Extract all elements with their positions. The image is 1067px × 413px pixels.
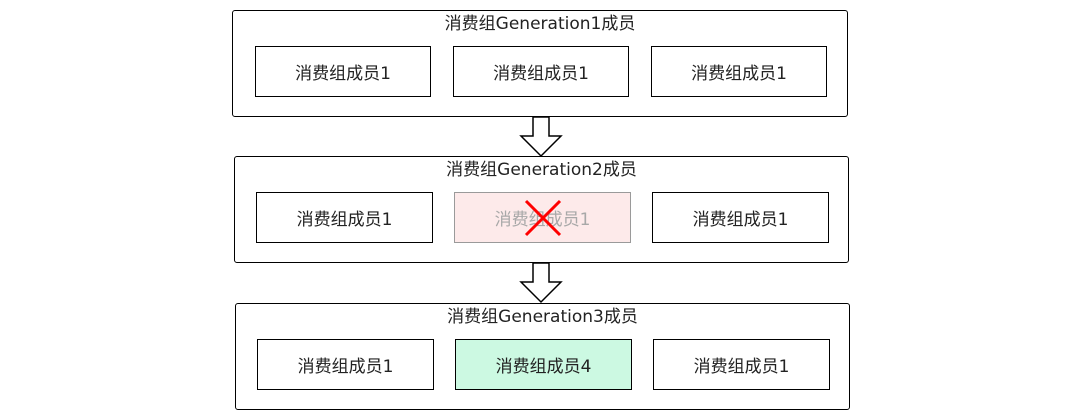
member-label: 消费组成员1 [295,64,391,84]
member-box: 消费组成员1 [453,46,629,97]
cross-icon [524,199,561,236]
member-box: 消费组成员1 [255,46,431,97]
member-box: 消费组成员1 [651,46,827,97]
member-label: 消费组成员4 [495,357,592,377]
down-arrow-icon [519,262,563,304]
member-box: 消费组成员1 [256,192,433,243]
generation-3-title: 消费组Generation3成员 [447,307,638,327]
member-label: 消费组成员1 [296,210,393,230]
down-arrow-icon [519,116,563,158]
failed-member-box: 消费组成员1 [454,192,631,243]
member-label: 消费组成员1 [693,357,790,377]
generation-2-title: 消费组Generation2成员 [446,160,637,180]
new-member-box: 消费组成员4 [455,339,632,390]
member-box: 消费组成员1 [653,339,830,390]
member-label: 消费组成员1 [493,64,589,84]
generation-1-group: 消费组Generation1成员 消费组成员1 消费组成员1 消费组成员1 [232,10,848,117]
member-box: 消费组成员1 [257,339,434,390]
member-label: 消费组成员1 [692,210,789,230]
member-label: 消费组成员1 [297,357,394,377]
member-label: 消费组成员1 [494,210,591,230]
generation-3-group: 消费组Generation3成员 消费组成员1 消费组成员4 消费组成员1 [235,303,850,410]
member-box: 消费组成员1 [652,192,829,243]
generation-2-group: 消费组Generation2成员 消费组成员1 消费组成员1 消费组成员1 [234,156,849,263]
generation-1-title: 消费组Generation1成员 [444,14,636,34]
member-label: 消费组成员1 [691,64,787,84]
